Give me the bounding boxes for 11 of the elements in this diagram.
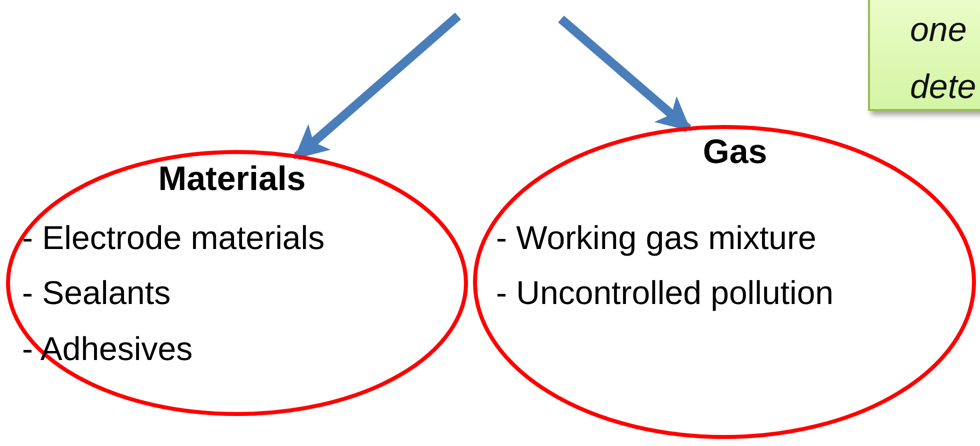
- arrow: [558, 16, 692, 132]
- list-item: - Working gas mixture: [496, 219, 816, 257]
- note-box: [868, 0, 980, 111]
- arrow: [294, 12, 461, 160]
- heading: Gas: [702, 133, 768, 172]
- heading: Materials: [158, 160, 306, 199]
- list-item: - Electrode materials: [22, 219, 325, 257]
- note-text: one dete: [910, 10, 978, 108]
- list-item: - Uncontrolled pollution: [496, 274, 834, 312]
- list-item: - Sealants: [22, 274, 171, 312]
- list-item: - Adhesives: [22, 330, 193, 368]
